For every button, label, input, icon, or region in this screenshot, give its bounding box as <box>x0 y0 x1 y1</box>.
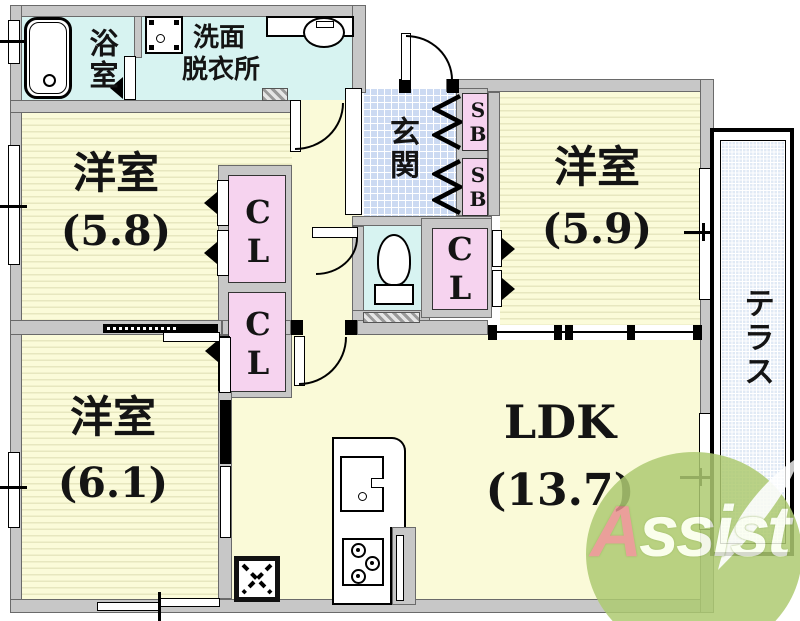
wall-washroom-bottom <box>10 100 292 113</box>
hatch-step-washroom <box>262 88 288 101</box>
wall-hall-ldk-b <box>357 320 488 335</box>
ldk-door-post-a <box>291 320 303 335</box>
toilet-door-leaf <box>312 227 358 238</box>
shoebox-1-label: SB <box>466 98 490 146</box>
closet-3-door-arrow-b <box>502 278 515 300</box>
closet-2-box <box>228 292 286 392</box>
assist-logo-leaf-icon <box>718 456 800 570</box>
slider-6_1-ldk-dark <box>220 400 231 464</box>
washbasin-bowl-icon <box>303 17 345 48</box>
stove-burner <box>351 543 366 558</box>
slider-5_8-6_1-dark <box>103 324 218 333</box>
shoebox-2 <box>462 158 488 216</box>
window-tick <box>0 205 27 208</box>
window-tick <box>158 592 161 621</box>
assist-logo-text: Assist <box>590 496 800 568</box>
assist-logo: Assist <box>580 448 800 621</box>
wall-entrance-left <box>352 5 366 93</box>
hatch-step-entrance <box>363 312 420 323</box>
window-tick <box>702 223 705 241</box>
closet-1-box <box>228 175 286 283</box>
room-bedroom-6_1-floor <box>22 335 218 599</box>
closet-1-door-arrow-a <box>204 192 217 214</box>
washing-machine-icon <box>145 16 183 54</box>
bedroom-6_1-door-panel <box>219 337 231 393</box>
shoebox-1-door-icon <box>432 94 462 150</box>
bathtub-icon <box>24 17 72 99</box>
kitchen-sink-icon <box>340 456 384 512</box>
floor-hatch-x-icon <box>234 556 280 602</box>
toilet-bowl-icon <box>377 234 411 286</box>
washroom-label-line1: 洗面 <box>192 23 245 53</box>
partition-5_9-ldk <box>488 325 702 340</box>
kitchen-stub-panel <box>396 535 404 601</box>
shoebox-2-label: SB <box>466 163 490 211</box>
bath-door-arrow <box>110 77 123 99</box>
shoebox-2-door-icon <box>432 159 462 215</box>
stove-burner <box>351 569 366 584</box>
bedroom-5_8-name: 洋室 <box>73 149 159 199</box>
assist-logo-ellipse <box>586 452 800 621</box>
assist-logo-letter-a: A <box>590 492 642 572</box>
closet-1-door-panel-b <box>217 230 229 276</box>
bedroom-6_1-bottom-window-b <box>158 598 220 607</box>
bedroom-6_1-size: (6.1) <box>57 459 169 507</box>
stove-burner <box>365 556 380 571</box>
closet-1-label: CL <box>239 193 277 271</box>
slider-5_8-6_1-light <box>163 332 220 342</box>
room-bedroom-5_9-floor <box>500 92 700 325</box>
front-door-post-a <box>399 79 411 93</box>
terrace-label: テラス <box>738 287 774 389</box>
window-tick <box>0 40 27 43</box>
closet-2-label: CL <box>239 305 277 383</box>
bedroom-6_1-name: 洋室 <box>70 393 156 443</box>
bedroom-6_1-window <box>8 452 20 528</box>
closet-1-door-panel-a <box>217 180 229 226</box>
wall-shoebox-right <box>488 92 500 216</box>
closet-3-door-panel-a <box>492 230 502 267</box>
assist-logo-rest: ssist <box>639 492 791 572</box>
bedroom-5_9-name: 洋室 <box>554 143 640 193</box>
toilet-tank-icon <box>374 284 414 305</box>
bedroom-5_8-size: (5.8) <box>60 207 172 255</box>
front-door-post-b <box>447 79 459 93</box>
front-door-swing <box>406 35 453 80</box>
kitchen-counter-curve <box>390 437 406 527</box>
wall-bath-divider <box>134 16 142 58</box>
closet-3-door-panel-b <box>492 270 502 307</box>
entrance-label: 玄関 <box>384 116 419 182</box>
entrance-step-board <box>345 88 362 215</box>
bedroom-6_1-bottom-window-a <box>97 602 160 611</box>
bedroom-5_9-size: (5.9) <box>541 205 653 253</box>
slider-6_1-ldk-light <box>220 466 231 538</box>
window-tick <box>0 486 27 489</box>
shoebox-1 <box>462 93 488 151</box>
closet-3-box <box>432 228 488 310</box>
closet-3-door-arrow-a <box>502 238 515 260</box>
bath-label: 浴室 <box>85 28 119 92</box>
ldk-name: LDK <box>503 395 617 449</box>
bath-door-panel <box>124 56 136 100</box>
ldk-door-post-b <box>345 320 357 335</box>
closet-2-door-arrow <box>205 340 218 362</box>
closet-3-label: CL <box>441 230 479 308</box>
closet-1-door-arrow-b <box>204 242 217 264</box>
washroom-label-line2: 脱衣所 <box>181 55 260 85</box>
